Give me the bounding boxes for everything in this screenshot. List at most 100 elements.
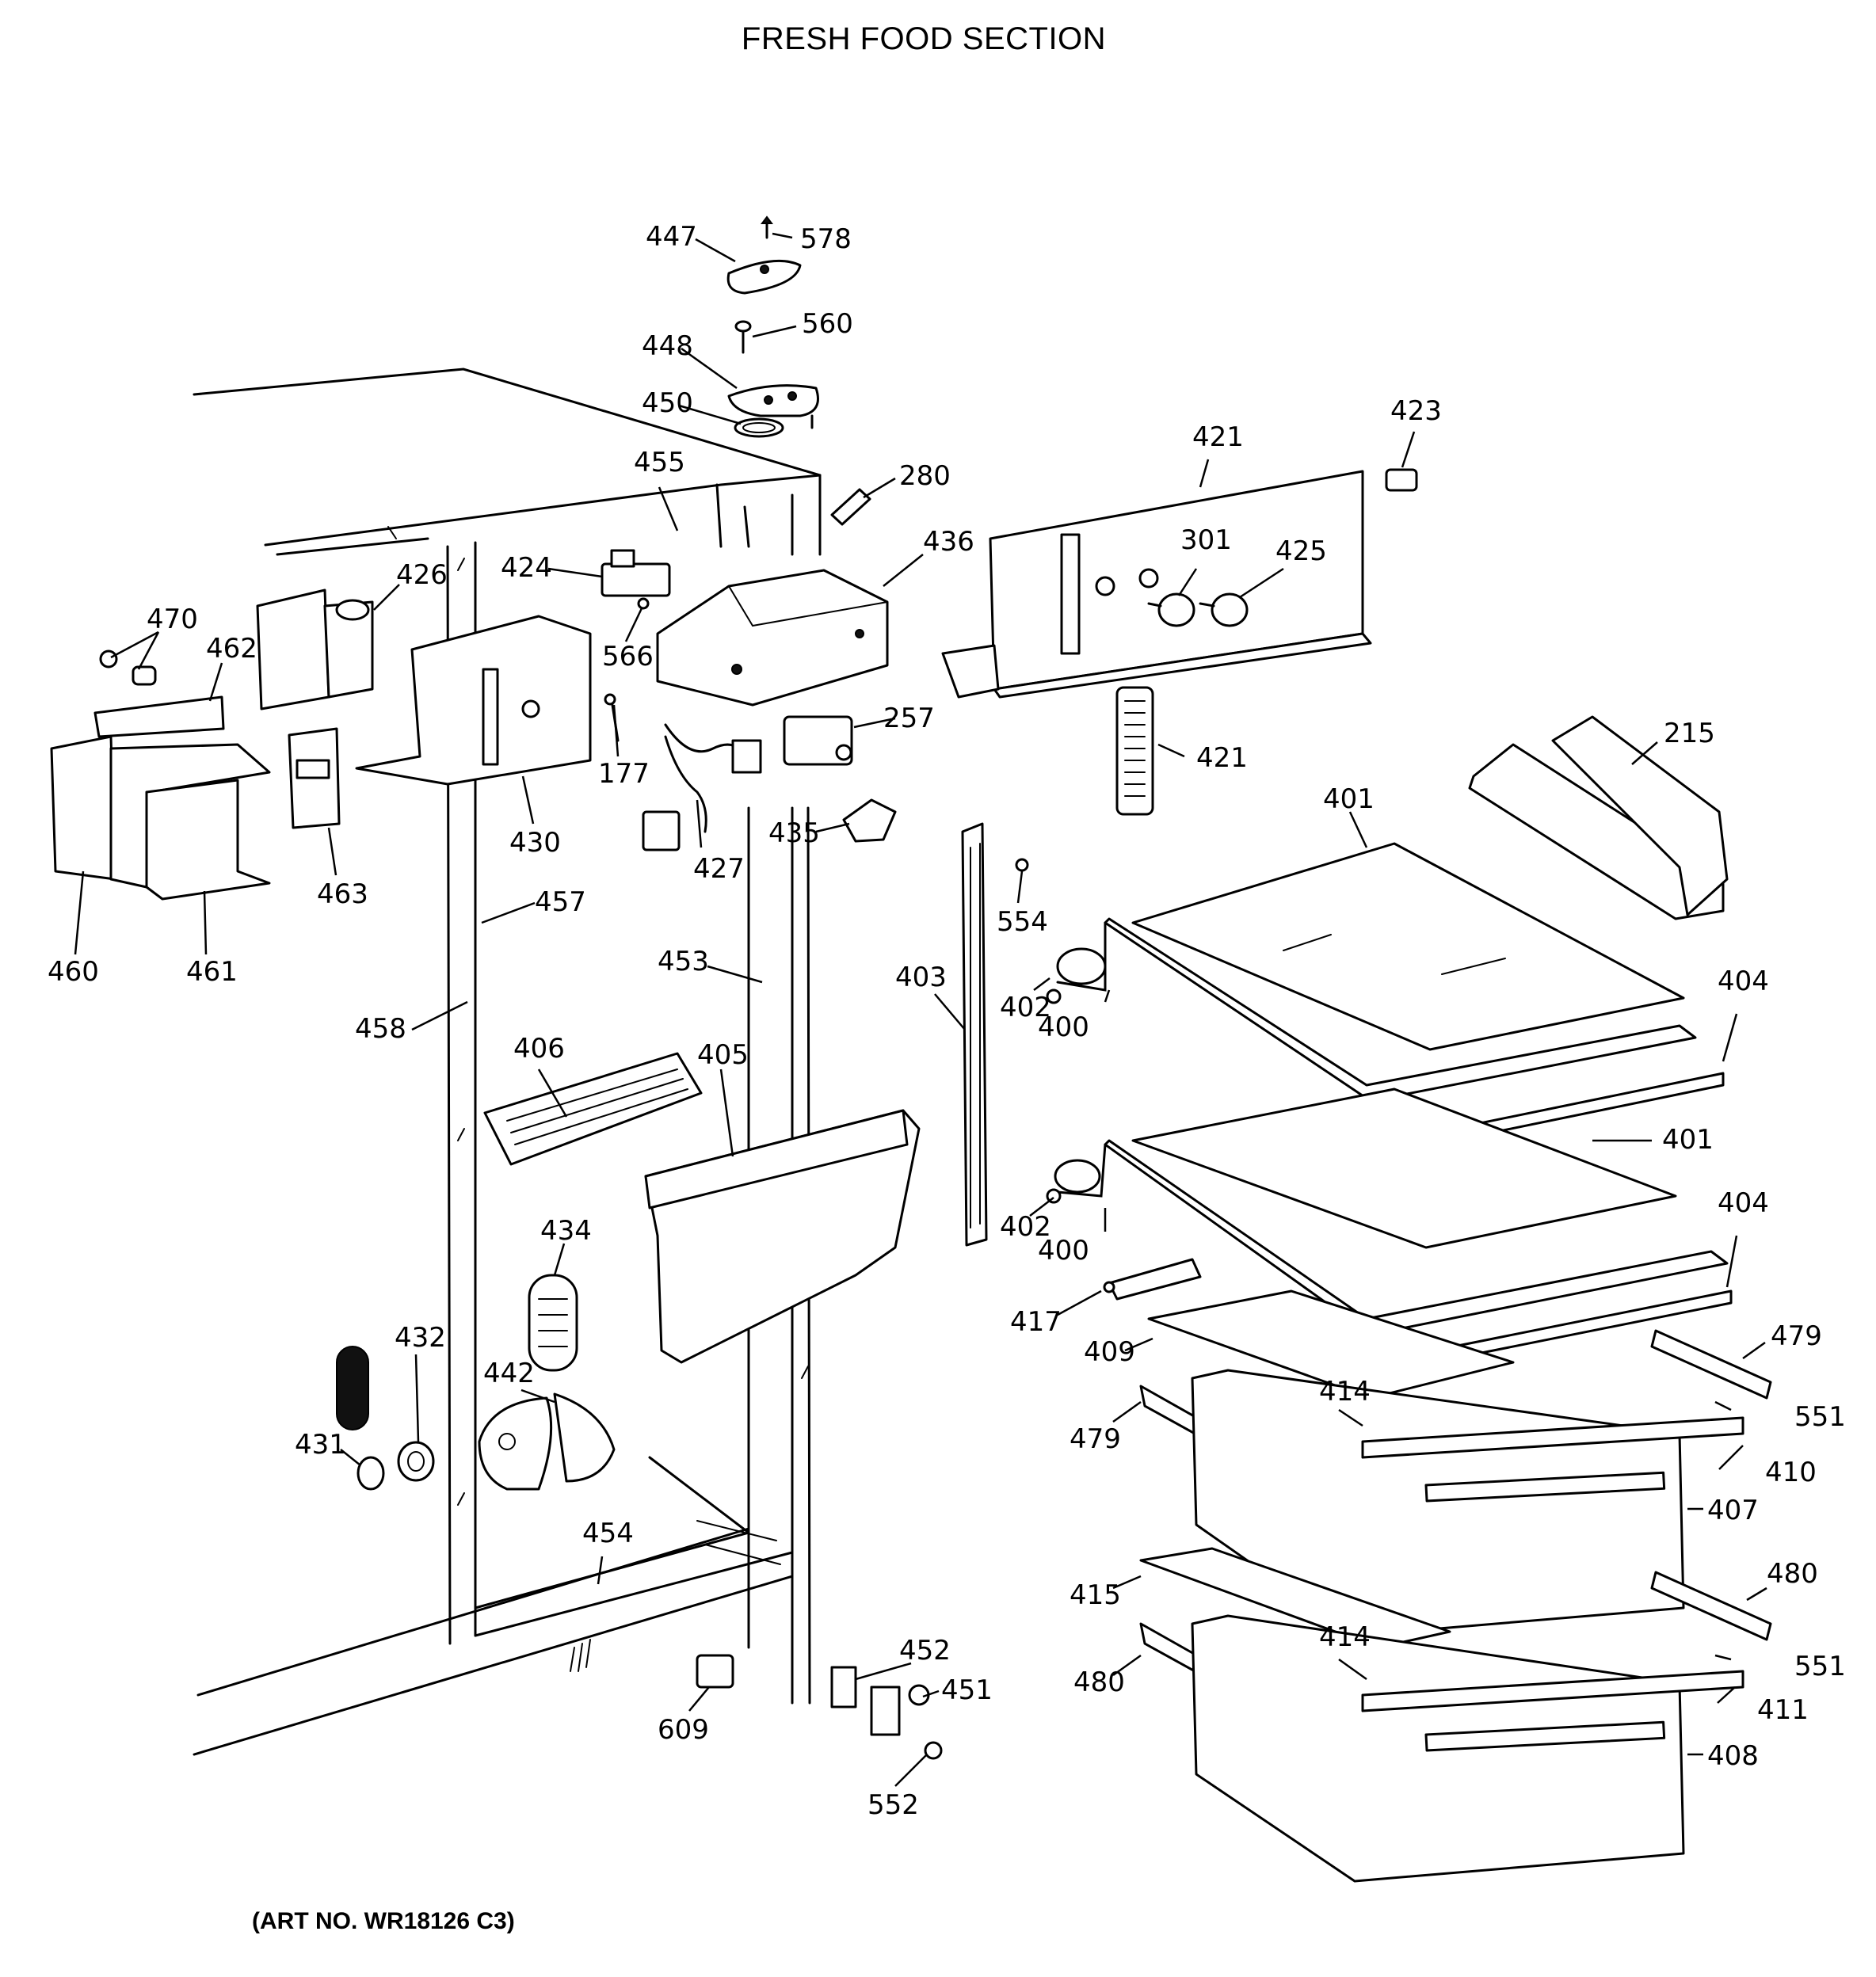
callout-label: 421 [1192,421,1244,453]
callout-label: 401 [1323,783,1375,815]
hinge-pin-560 [734,320,752,354]
callout-label: 421 [1196,742,1248,774]
timer-257 [783,715,853,766]
screw-552 [924,1741,943,1760]
callout-label: 480 [1073,1667,1125,1698]
part-442 [478,1392,616,1491]
callout-label: 453 [658,946,709,977]
callout-label: 427 [693,853,745,885]
part-417 [1103,1258,1202,1301]
callout-label: 447 [646,221,697,253]
part-462 [93,695,225,738]
callout-label: 431 [295,1429,346,1461]
callout-label: 462 [206,633,257,665]
callout-label: 425 [1275,535,1327,567]
callout-label: 450 [642,387,693,419]
callout-label: 436 [923,526,974,558]
callout-label: 551 [1794,1401,1846,1433]
callout-label: 454 [582,1518,634,1549]
evaporator-fan-cover-430 [355,615,592,786]
callout-label: 442 [483,1358,535,1389]
callout-label: 406 [513,1033,565,1065]
control-grille-421 [1115,686,1154,816]
callout-label: 470 [147,604,198,635]
crisper-cover-406 [483,1052,703,1166]
crisper-cover-415 [1139,1547,1451,1649]
callout-label: 479 [1070,1423,1121,1455]
callout-label: 404 [1718,966,1769,997]
callout-label: 479 [1771,1320,1822,1352]
callout-label: 177 [598,758,650,790]
callout-label: 551 [1794,1651,1846,1682]
callout-label: 407 [1707,1495,1759,1526]
callout-label: 402 [1000,1211,1051,1243]
callout-label: 452 [899,1635,951,1667]
callout-label: 432 [395,1322,446,1354]
callout-label: 404 [1718,1187,1769,1219]
part-609 [696,1654,734,1689]
callout-label: 408 [1707,1740,1759,1772]
callout-label: 411 [1757,1694,1809,1726]
hinge-cover [726,259,802,295]
callout-label: 215 [1664,718,1715,749]
callout-label: 480 [1767,1558,1818,1590]
callout-label: 402 [1000,992,1051,1023]
callout-label: 410 [1765,1457,1817,1488]
leader-lines [74,232,1767,1787]
screws-470 [99,649,157,686]
hinge-451 [830,1666,930,1736]
control-panel-421 [941,470,1372,699]
callout-label: 424 [501,552,552,584]
callout-label: 460 [48,956,99,988]
wire-harness-427 [642,723,762,851]
callout-label: 401 [1662,1124,1714,1156]
crisper-drawer-407 [1191,1369,1744,1637]
callout-label: 463 [317,878,368,910]
callout-label: 423 [1390,395,1442,427]
callout-label: 434 [540,1215,592,1247]
light-shield-434 [528,1274,578,1372]
duct-405 [644,1109,921,1364]
callout-label: 400 [1038,1011,1089,1043]
diagram-title: FRESH FOOD SECTION [742,21,1106,56]
screw-578 [761,215,773,239]
screw-554 [1015,858,1029,872]
callout-label: 405 [697,1039,749,1071]
callout-label: 578 [800,223,852,255]
callout-label: 566 [602,641,654,672]
callout-label: 457 [535,886,586,918]
crisper-drawer-408 [1191,1614,1744,1883]
callout-label: 426 [396,559,448,591]
callout-label: 414 [1319,1621,1371,1653]
control-knob-301 [1147,592,1195,627]
callout-label: 409 [1084,1336,1135,1368]
art-number: (ART NO. WR18126 C3) [252,1908,515,1934]
callout-label: 400 [1038,1235,1089,1267]
callout-label: 417 [1010,1306,1062,1338]
callout-label: 403 [895,962,947,993]
callout-label: 257 [883,703,935,734]
shim-450 [734,417,784,438]
part-463 [288,727,341,829]
callout-label: 415 [1070,1579,1121,1611]
callout-label: 554 [997,906,1048,938]
fan-bracket-426 [256,589,374,710]
shelf-ladder-403 [961,822,988,1247]
part-280 [830,488,871,526]
damper-housing-436 [656,569,889,707]
callout-label: 609 [658,1714,709,1746]
glass-shelf-401-lower [1131,1088,1677,1249]
bin-215 [1468,715,1729,920]
crisper-cover-409 [1147,1289,1515,1400]
housing-460-461 [50,735,271,901]
top-hinge-448 [727,384,819,429]
part-432 [397,1441,435,1482]
part-435 [842,798,897,843]
control-knob-425 [1199,592,1249,627]
part-431 [336,1346,385,1491]
callout-label: 458 [355,1013,406,1045]
callout-label: 455 [634,447,685,478]
callout-label: 560 [802,308,853,340]
light-socket-424 [601,549,671,597]
